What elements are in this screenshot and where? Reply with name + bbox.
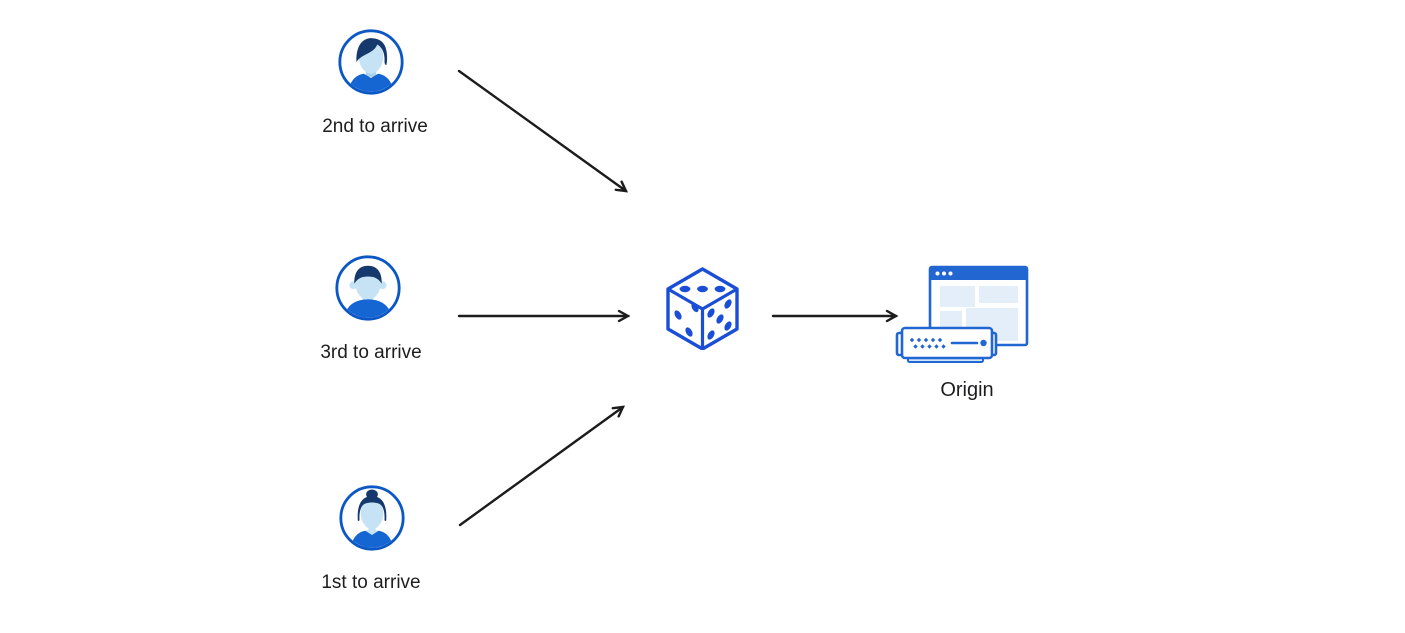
visitor-node-third: 3rd to arrive xyxy=(320,254,422,363)
random-selector-node xyxy=(665,266,740,355)
dice-icon xyxy=(666,267,739,351)
visitor-first-label: 1st to arrive xyxy=(321,572,421,593)
person-avatar-male-swept-hair-icon xyxy=(338,29,404,95)
server-vent-pattern xyxy=(909,337,946,349)
arrow-visitor-second-to-dice xyxy=(457,69,629,193)
visitor-node-first: 1st to arrive xyxy=(321,484,421,593)
visitor-third-label: 3rd to arrive xyxy=(320,342,422,363)
origin-server-browser-icon xyxy=(895,265,1029,363)
arrow-visitor-first-to-dice xyxy=(458,405,626,527)
visitor-node-second: 2nd to arrive xyxy=(322,28,428,137)
origin-node: Origin xyxy=(895,262,1030,401)
person-avatar-male-flat-top-icon xyxy=(335,255,401,321)
origin-label: Origin xyxy=(940,379,994,401)
visitor-second-label: 2nd to arrive xyxy=(322,116,428,137)
person-avatar-female-bun-icon xyxy=(339,485,405,551)
